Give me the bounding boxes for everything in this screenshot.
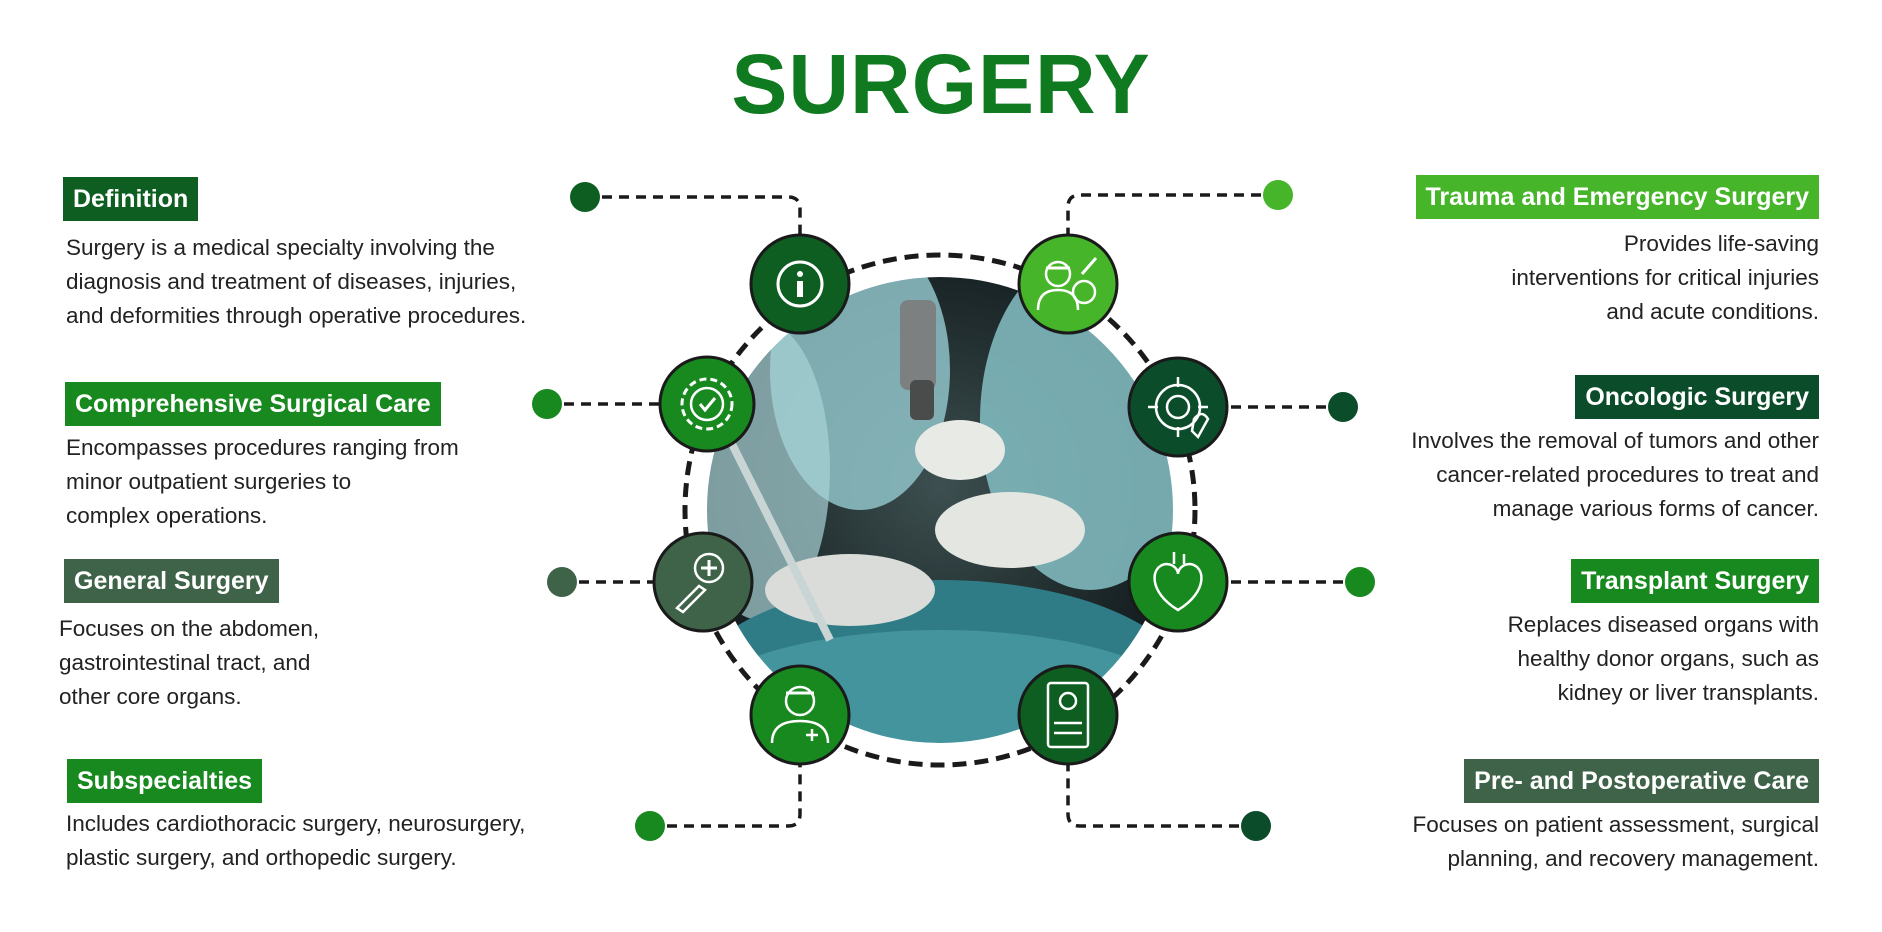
connector-subspecialties [650,765,802,828]
oncologic-heading: Oncologic Surgery [1575,375,1819,419]
dot-general [547,567,577,597]
gear-check-icon [658,355,756,453]
transplant-text: Replaces diseased organs with healthy do… [1507,612,1819,705]
doctor-icon [749,664,851,766]
preop-text: Focuses on patient assessment, surgical … [1412,812,1819,871]
dot-subspecialties [635,811,665,841]
subspecialties-text: Includes cardiothoracic surgery, neurosu… [66,811,526,870]
dot-preop [1241,811,1271,841]
general-heading: General Surgery [64,559,279,603]
trauma-heading: Trauma and Emergency Surgery [1415,175,1819,219]
dot-comprehensive [532,389,562,419]
trauma-text: Provides life-saving interventions for c… [1511,231,1819,324]
general-text: Focuses on the abdomen, gastrointestinal… [59,616,320,709]
definition-heading: Definition [63,177,199,221]
surgeon-brain-icon [1017,233,1119,335]
comprehensive-text: Encompasses procedures ranging from mino… [66,435,459,528]
preop-heading: Pre- and Postoperative Care [1464,759,1819,803]
dot-trauma [1263,180,1293,210]
transplant-heading: Transplant Surgery [1571,559,1819,603]
definition-text: Surgery is a medical specialty involving… [66,235,527,328]
connector-trauma [1066,193,1278,238]
page-title: SURGERY [731,37,1151,131]
subspecialties-heading: Subspecialties [67,759,263,803]
oncologic-text: Involves the removal of tumors and other… [1411,428,1819,521]
heart-icon [1127,531,1229,633]
target-ribbon-icon [1127,356,1229,458]
scalpel-cross-icon [652,531,754,633]
dot-oncologic [1328,392,1358,422]
patient-bed-icon [1017,664,1119,766]
info-icon [749,233,851,335]
comprehensive-heading: Comprehensive Surgical Care [65,382,441,426]
connector-preop [1066,765,1256,828]
connector-definition [585,195,802,238]
dot-transplant [1345,567,1375,597]
dot-definition [570,182,600,212]
outer-ring [682,252,1198,768]
